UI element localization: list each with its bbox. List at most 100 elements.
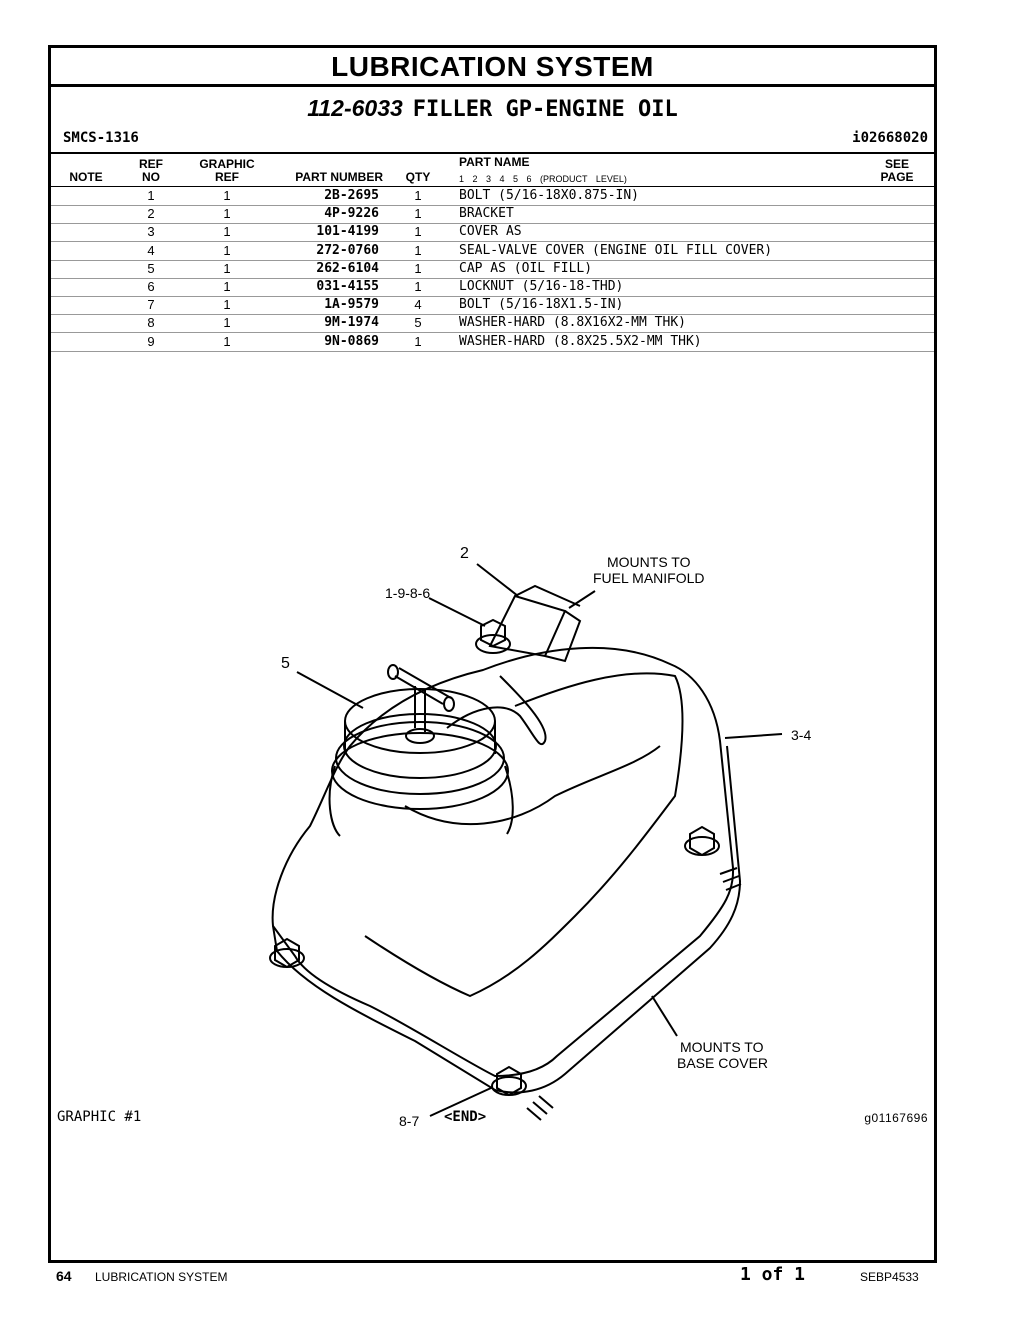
end-marker: <END> bbox=[444, 1109, 487, 1125]
cap-handle-end-1 bbox=[387, 664, 399, 680]
callout-1986: 1-9-8-6 bbox=[385, 585, 430, 601]
note-base-cover-line1: MOUNTS TO bbox=[680, 1039, 764, 1055]
quantity: 4 bbox=[414, 297, 422, 313]
section-title: LUBRICATION SYSTEM bbox=[51, 48, 934, 87]
bolt-stud-bottom bbox=[526, 1095, 554, 1121]
ref-no: 4 bbox=[147, 242, 155, 258]
footer-section: LUBRICATION SYSTEM bbox=[95, 1270, 228, 1284]
part-number: 2B-2695 bbox=[324, 188, 379, 203]
part-name: CAP AS (OIL FILL) bbox=[459, 260, 593, 276]
bracket bbox=[488, 594, 582, 663]
cap-bottom-rim bbox=[343, 713, 497, 779]
part-name: BOLT (5/16-18X1.5-IN) bbox=[459, 297, 624, 313]
group-title: 112-6033 FILLER GP-ENGINE OIL bbox=[51, 95, 934, 122]
ref-no: 1 bbox=[147, 188, 155, 203]
col-part-name: PART NAME bbox=[459, 155, 530, 169]
ref-no: 6 bbox=[147, 279, 155, 294]
note-base-cover-line2: BASE COVER bbox=[677, 1055, 768, 1071]
note-fuel-manifold-line2: FUEL MANIFOLD bbox=[593, 570, 705, 586]
smcs-code: SMCS-1316 bbox=[63, 130, 139, 146]
bracket-arm bbox=[514, 584, 581, 607]
col-part-number: PART NUMBER bbox=[295, 170, 383, 184]
col-graphic-top: GRAPHIC bbox=[199, 157, 255, 171]
part-name: WASHER-HARD (8.8X25.5X2-MM THK) bbox=[459, 333, 702, 349]
graphic-ref: 1 bbox=[223, 206, 231, 222]
illustration-id: i02668020 bbox=[852, 130, 928, 146]
part-name: SEAL-VALVE COVER (ENGINE OIL FILL COVER) bbox=[459, 242, 773, 258]
group-name: FILLER GP-ENGINE OIL bbox=[412, 97, 678, 122]
header-divider bbox=[51, 152, 934, 154]
cover-inner-ridge bbox=[404, 745, 661, 826]
ref-no: 3 bbox=[147, 224, 155, 240]
cap-nut bbox=[405, 728, 435, 744]
part-name: WASHER-HARD (8.8X16X2-MM THK) bbox=[459, 315, 686, 331]
bracket-bolt-head bbox=[480, 618, 506, 648]
cover-ridge bbox=[364, 672, 684, 998]
col-ref-top: REF bbox=[139, 157, 163, 171]
cap-handle-end-2 bbox=[443, 696, 455, 712]
col-product-level: 1 2 3 4 5 6 (PRODUCT LEVEL) bbox=[459, 174, 627, 184]
table-row: 5 1 262-6104 1 CAP AS (OIL FILL) bbox=[51, 260, 934, 279]
leader-1986 bbox=[428, 597, 486, 627]
footer-page-of: 1 of 1 bbox=[740, 1264, 806, 1285]
col-see-top: SEE bbox=[884, 157, 909, 171]
filler-neck bbox=[328, 765, 514, 837]
part-number: 9M-1974 bbox=[324, 315, 379, 331]
quantity: 1 bbox=[414, 206, 422, 222]
bolt-bottom bbox=[496, 1065, 522, 1097]
col-qty: QTY bbox=[405, 170, 431, 184]
col-note: NOTE bbox=[69, 170, 103, 184]
cover-body-outline bbox=[271, 646, 735, 1078]
quantity: 1 bbox=[414, 279, 422, 294]
graphic-ref: 1 bbox=[223, 279, 231, 294]
cap-side bbox=[344, 721, 496, 754]
callout-2: 2 bbox=[460, 545, 469, 562]
bolt-stud-right bbox=[719, 867, 742, 891]
ref-no: 9 bbox=[147, 333, 155, 349]
bolt-left-washer bbox=[269, 948, 305, 968]
part-number: 262-6104 bbox=[316, 260, 379, 276]
leader-87 bbox=[429, 1087, 492, 1117]
leader-2 bbox=[476, 563, 519, 597]
neck-ring-upper bbox=[335, 721, 505, 795]
part-name: COVER AS bbox=[459, 224, 522, 240]
graphic-ref: 1 bbox=[223, 224, 231, 240]
graphic-label: GRAPHIC #1 bbox=[57, 1109, 142, 1125]
part-number: 1A-9579 bbox=[324, 297, 379, 313]
col-see-bottom: PAGE bbox=[880, 170, 914, 184]
ref-no: 7 bbox=[147, 297, 155, 313]
graphic-ref: 1 bbox=[223, 242, 231, 258]
graphic-ref: 1 bbox=[223, 188, 231, 203]
bolt-bottom-washer bbox=[491, 1076, 527, 1096]
exploded-diagram: 2 1-9-8-6 5 MOUNTS TO FUEL MANIFOLD 3-4 … bbox=[269, 545, 811, 1129]
cover-flange bbox=[272, 745, 742, 1094]
col-graphic-bottom: REF bbox=[215, 170, 239, 184]
tether-wire bbox=[446, 675, 547, 746]
bracket-washer bbox=[475, 634, 511, 654]
ref-no: 5 bbox=[147, 260, 155, 276]
quantity: 1 bbox=[414, 224, 422, 240]
bolt-left bbox=[274, 937, 300, 969]
cap-top bbox=[344, 688, 496, 754]
bolt-right bbox=[689, 825, 715, 857]
part-name: BOLT (5/16-18X0.875-IN) bbox=[459, 188, 640, 203]
leader-base-cover bbox=[651, 995, 678, 1037]
part-name: BRACKET bbox=[459, 206, 514, 222]
ref-no: 8 bbox=[147, 315, 155, 331]
graphic-id: g01167696 bbox=[864, 1111, 928, 1125]
graphic-ref: 1 bbox=[223, 260, 231, 276]
callout-5: 5 bbox=[281, 655, 290, 672]
quantity: 1 bbox=[414, 260, 422, 276]
part-number: 9N-0869 bbox=[324, 333, 379, 349]
footer-page-number: 64 bbox=[56, 1268, 72, 1284]
part-number: 272-0760 bbox=[316, 242, 379, 258]
table-header-divider bbox=[51, 186, 934, 187]
group-part-number: 112-6033 bbox=[307, 95, 403, 121]
quantity: 5 bbox=[414, 315, 422, 331]
note-fuel-manifold-line1: MOUNTS TO bbox=[607, 554, 691, 570]
